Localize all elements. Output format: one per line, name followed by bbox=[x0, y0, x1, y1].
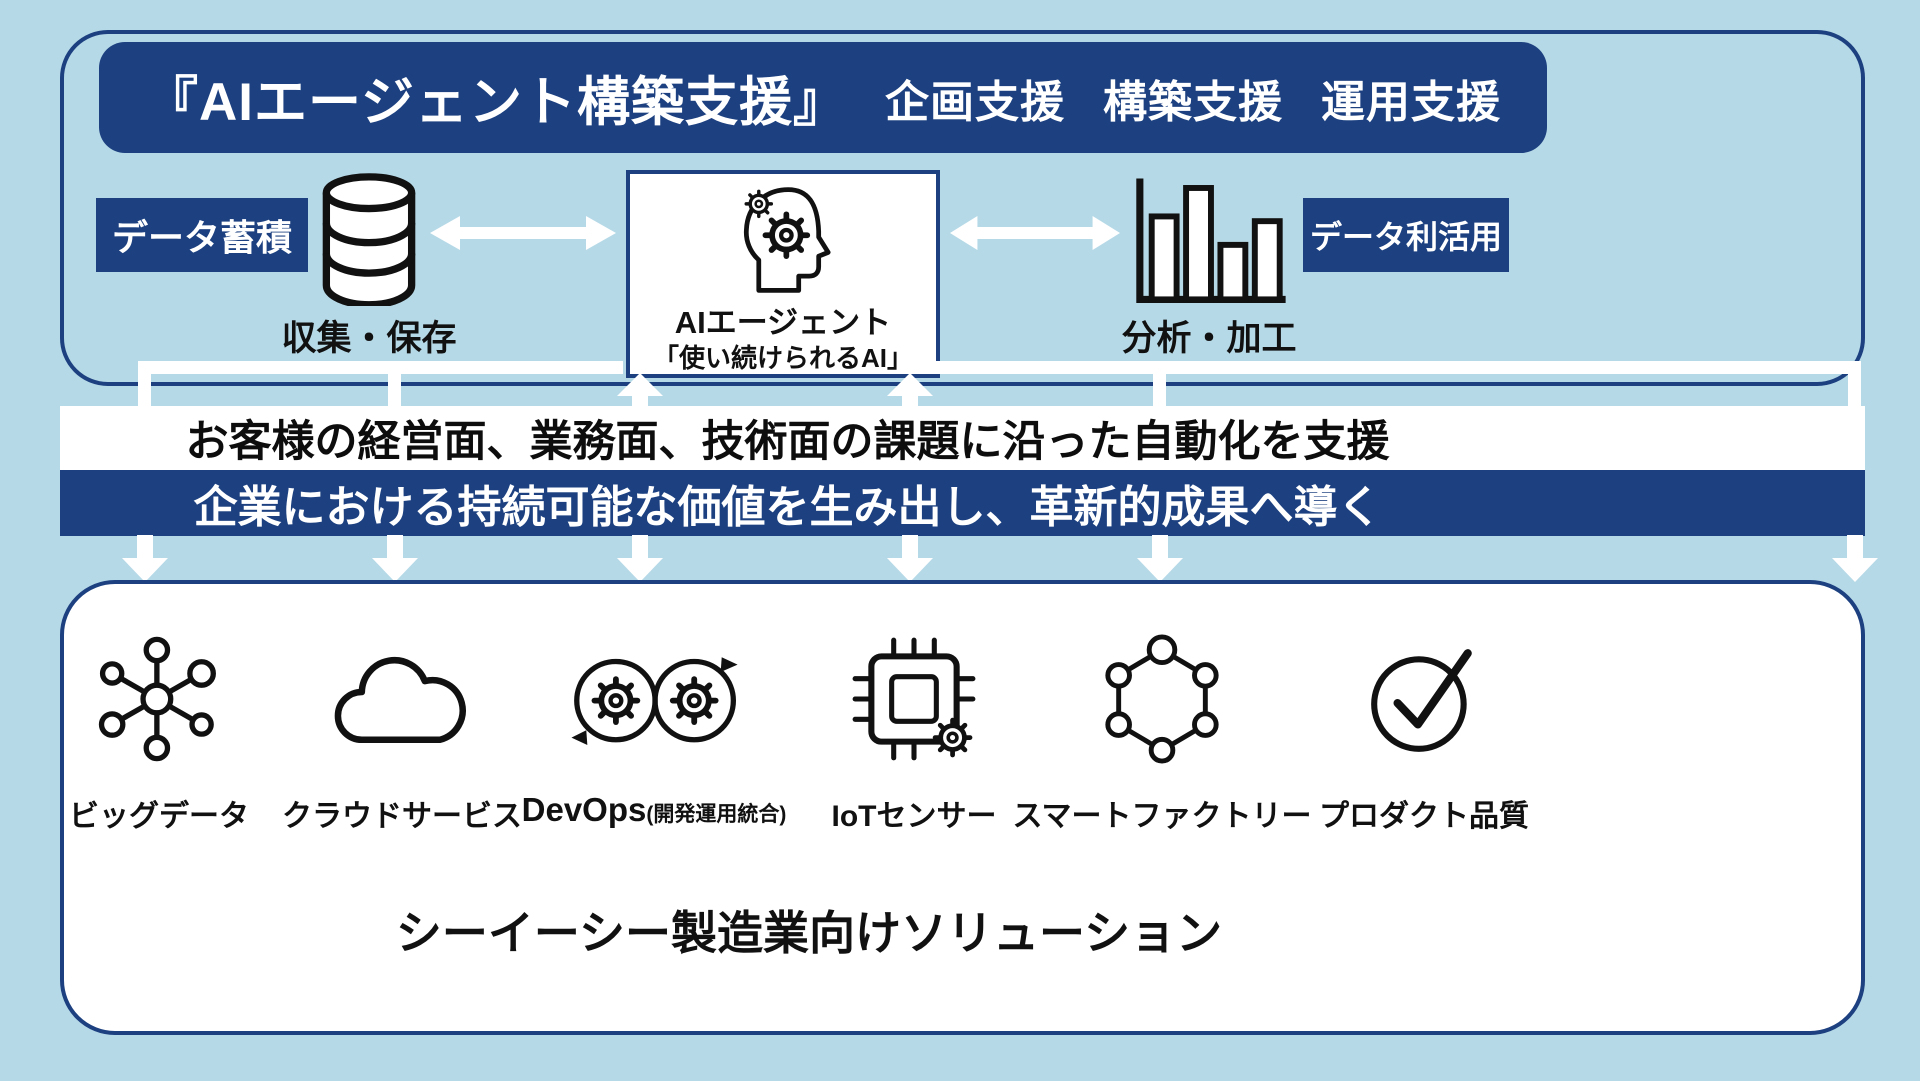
header-pill: 『AIエージェント構築支援』 企画支援 構築支援 運用支援 bbox=[99, 42, 1547, 153]
devops-label-suffix: (開発運用統合) bbox=[646, 803, 787, 826]
devops-loop-icon bbox=[563, 616, 745, 781]
down-arrow-icon bbox=[887, 535, 933, 587]
support-band: お客様の経営面、業務面、技術面の課題に沿った自動化を支援 bbox=[60, 406, 1865, 470]
connector-stub bbox=[138, 361, 151, 408]
bottom-item-cloud: クラウドサービス bbox=[252, 616, 552, 835]
down-arrow-icon bbox=[617, 535, 663, 587]
header-title: 『AIエージェント構築支援』 bbox=[145, 72, 847, 132]
ai-agent-title: AIエージェント bbox=[674, 305, 892, 340]
support-statement: お客様の経営面、業務面、技術面の課題に沿った自動化を支援 bbox=[185, 418, 1390, 466]
bottom-item-devops: DevOps (開発運用統合) bbox=[504, 616, 804, 829]
top-panel: 『AIエージェント構築支援』 企画支援 構築支援 運用支援 データ蓄積 収集・保… bbox=[60, 30, 1865, 386]
connector-bus-line bbox=[935, 361, 1861, 374]
up-arrow-icon bbox=[887, 373, 933, 412]
solutions-panel: ビッグデータ クラウドサービス bbox=[60, 580, 1865, 1035]
down-arrow-icon bbox=[1137, 535, 1183, 587]
bottom-item-big-data: ビッグデータ bbox=[9, 616, 309, 835]
bottom-item-label: DevOps (開発運用統合) bbox=[522, 791, 787, 829]
connector-stub bbox=[1153, 361, 1166, 408]
down-arrow-icon bbox=[372, 535, 418, 587]
down-arrow-icon bbox=[122, 535, 168, 587]
smart-factory-network-icon bbox=[1097, 616, 1227, 781]
solutions-title: シーイーシー製造業向けソリューション bbox=[395, 907, 1223, 959]
ai-agent-box: AIエージェント 「使い続けられるAI」 bbox=[626, 170, 940, 378]
bottom-item-iot: IoTセンサー bbox=[764, 616, 1064, 835]
data-accumulation-badge: データ蓄積 bbox=[96, 198, 308, 272]
bottom-item-label: ビッグデータ bbox=[69, 800, 249, 833]
bottom-item-label: クラウドサービス bbox=[282, 800, 522, 833]
big-data-network-icon bbox=[95, 616, 223, 781]
down-arrow-icon bbox=[1832, 535, 1878, 587]
database-icon bbox=[314, 172, 424, 311]
header-service-item: 構築支援 bbox=[1102, 77, 1283, 127]
bar-chart-icon bbox=[1128, 176, 1288, 314]
up-arrow-icon bbox=[617, 373, 663, 412]
right-double-arrow-icon bbox=[950, 215, 1120, 256]
collection-storage-label: 収集・保存 bbox=[281, 319, 457, 358]
quality-check-icon bbox=[1363, 616, 1485, 781]
bottom-item-label: プロダクト品質 bbox=[1319, 800, 1529, 833]
connector-stub bbox=[388, 361, 401, 408]
bottom-item-quality: プロダクト品質 bbox=[1274, 616, 1574, 835]
value-statement: 企業における持続可能な価値を生み出し、革新的成果へ導く bbox=[193, 483, 1382, 532]
left-double-arrow-icon bbox=[430, 215, 616, 256]
value-band: 企業における持続可能な価値を生み出し、革新的成果へ導く bbox=[60, 470, 1865, 536]
bottom-item-smart-factory: スマートファクトリー bbox=[1012, 616, 1312, 835]
header-service-item: 運用支援 bbox=[1320, 77, 1501, 127]
connector-bus-line bbox=[139, 361, 623, 374]
iot-chip-icon bbox=[847, 616, 981, 781]
header-service-item: 企画支援 bbox=[884, 77, 1065, 127]
devops-label-main: DevOps bbox=[521, 791, 647, 828]
connector-stub bbox=[1848, 361, 1861, 408]
bottom-item-label: スマートファクトリー bbox=[1012, 800, 1312, 833]
analysis-processing-label: 分析・加工 bbox=[1121, 319, 1297, 358]
cloud-icon bbox=[326, 616, 478, 781]
ai-head-gears-icon bbox=[712, 182, 855, 303]
data-utilization-badge: データ利活用 bbox=[1303, 198, 1509, 272]
ai-agent-subtitle: 「使い続けられるAI」 bbox=[652, 342, 913, 373]
bottom-item-label: IoTセンサー bbox=[831, 800, 997, 833]
